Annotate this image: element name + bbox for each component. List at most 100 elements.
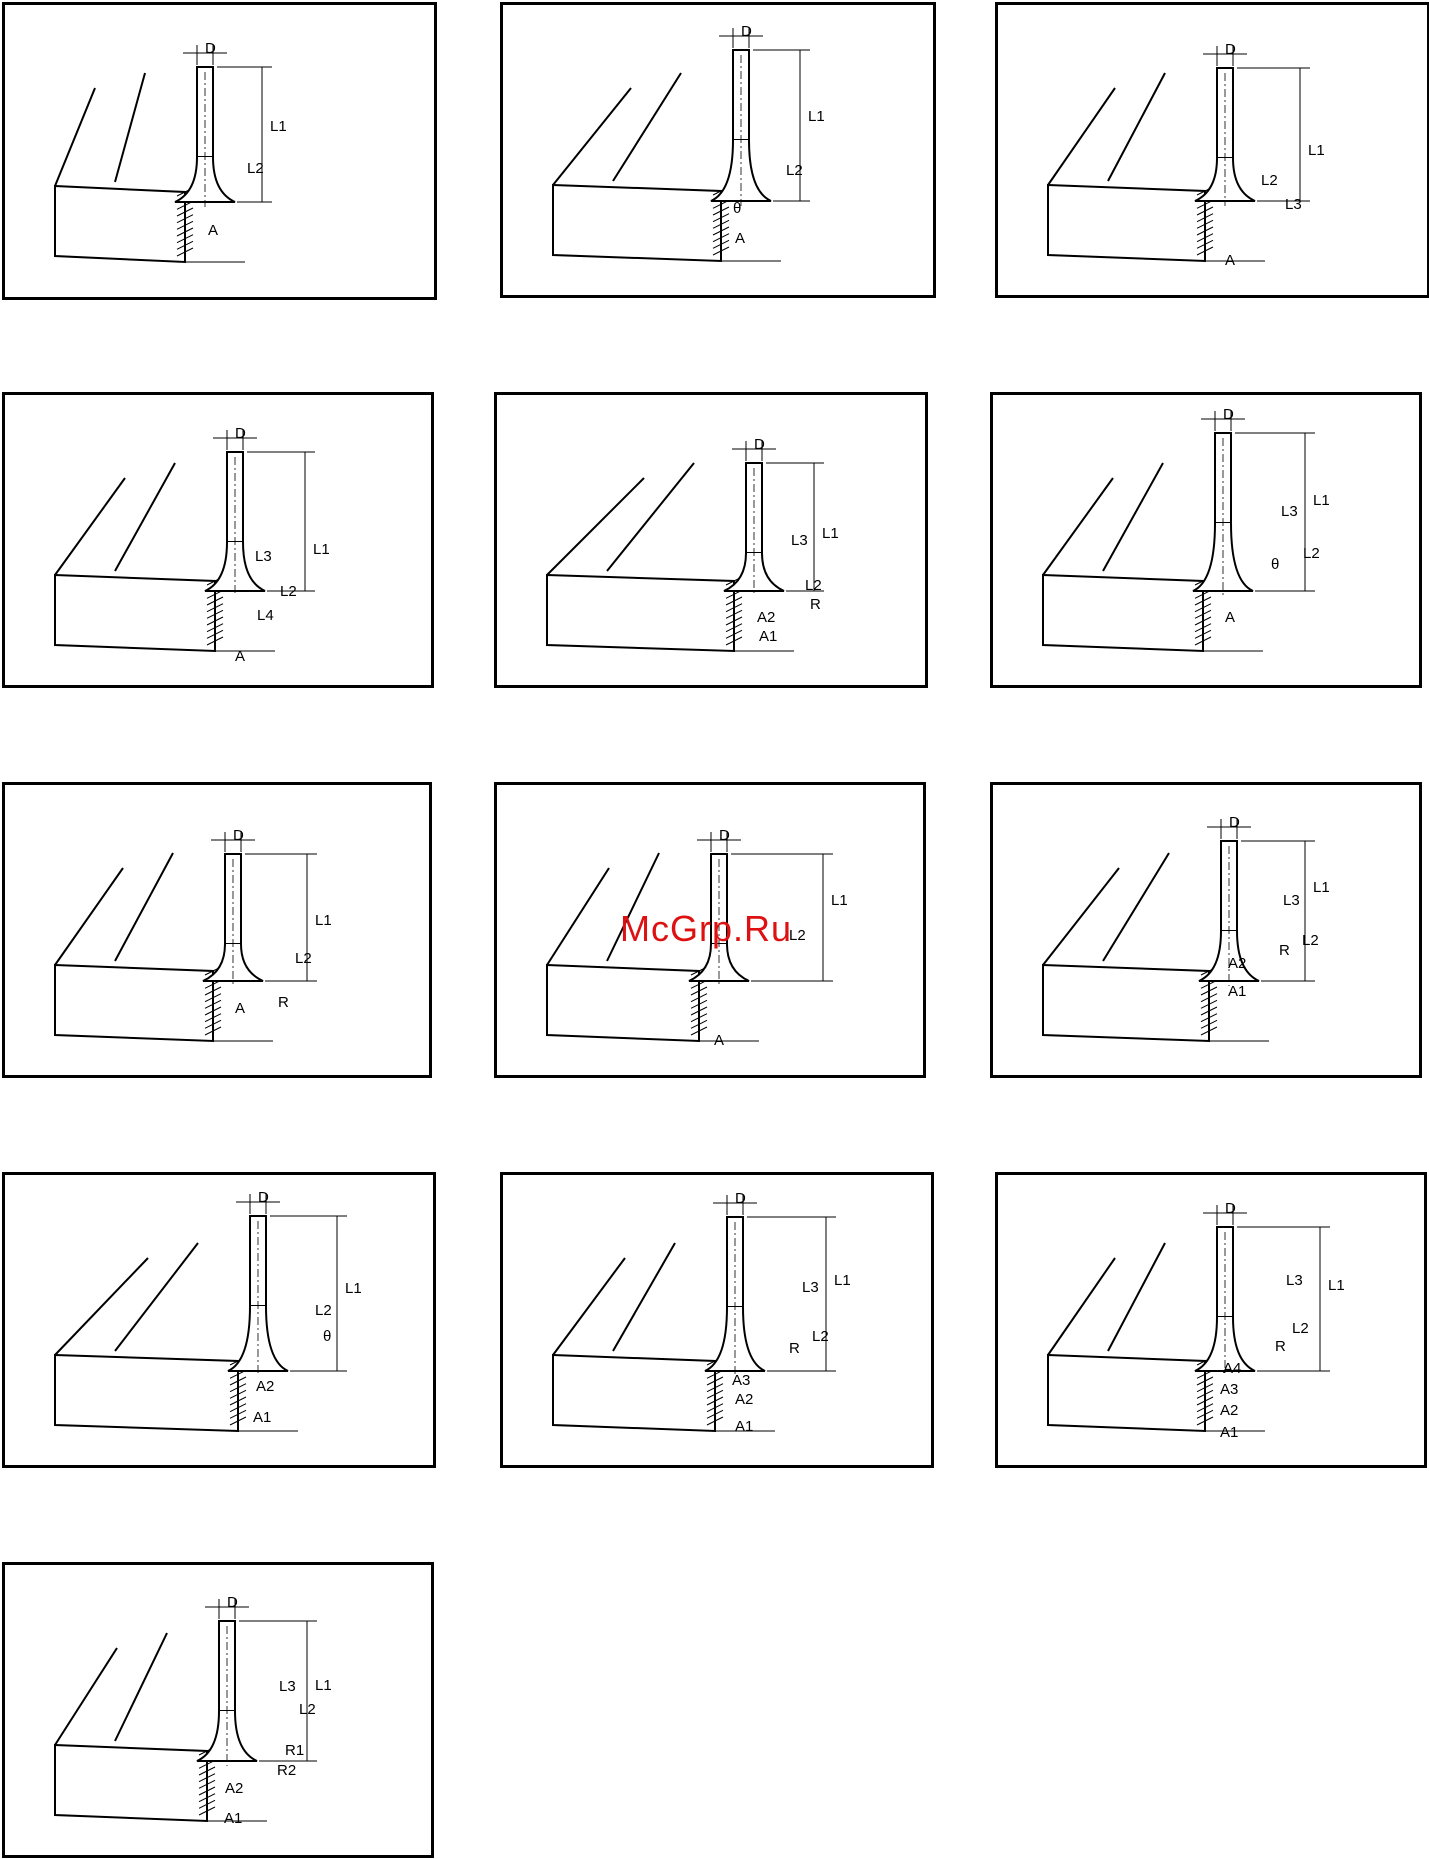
dimension-label: D [741, 23, 752, 40]
cutter-diagram-panel: DL1L3L2θA [990, 392, 1422, 688]
cutter-diagram: D L1 L3L2R A4A3A2A1 [998, 1175, 1424, 1465]
router-bit [228, 1216, 288, 1376]
workpiece-block [55, 1243, 246, 1431]
dimension-label: D [233, 827, 244, 844]
dimension-label: A1 [224, 1810, 242, 1827]
dimension-label: D [235, 425, 246, 442]
dimension-label: L3 [1281, 503, 1298, 520]
dimension-label: L1 [313, 541, 330, 558]
cutter-diagram-panel: D L1 L3L2R A4A3A2A1 [995, 1172, 1427, 1468]
workpiece-block [1048, 1243, 1213, 1431]
dimension-label: A3 [1220, 1381, 1238, 1398]
router-bit [203, 854, 263, 986]
cutter-diagram-panel: DL1L3L2R1R2A2A1 [2, 1562, 434, 1858]
dimension-label: D [754, 436, 765, 453]
dimension-label: A2 [225, 1780, 243, 1797]
dimension-label: L1 [1328, 1277, 1345, 1294]
dimension-label: A2 [757, 609, 775, 626]
dimension-label: L2 [1261, 172, 1278, 189]
dimension-label: R [1275, 1338, 1286, 1355]
dimension-label: A [208, 222, 218, 239]
dimension-label: L3 [1286, 1272, 1303, 1289]
dimension-lines [711, 28, 810, 261]
dimension-label: R1 [285, 1742, 304, 1759]
dimension-label: A [235, 1000, 245, 1017]
workpiece-block [55, 73, 193, 262]
dimension-label: L1 [1313, 492, 1330, 509]
dimension-label: A2 [1228, 955, 1246, 972]
dimension-label: D [227, 1594, 238, 1611]
dimension-label: L3 [255, 548, 272, 565]
dimension-lines [1195, 1205, 1330, 1431]
dimension-label: L1 [822, 525, 839, 542]
dimension-label: A [1225, 609, 1235, 626]
workpiece-block [553, 73, 729, 261]
dimension-label: θ [1271, 556, 1279, 573]
dimension-label: L2 [786, 162, 803, 179]
dimension-label: R [789, 1340, 800, 1357]
dimension-label: D [1225, 41, 1236, 58]
dimension-label: A2 [256, 1378, 274, 1395]
workpiece-block [1043, 463, 1211, 651]
dimension-label: L2 [295, 950, 312, 967]
dimension-label: A [714, 1032, 724, 1049]
dimension-label: A1 [1220, 1424, 1238, 1441]
dimension-label: D [205, 40, 216, 57]
dimension-label: L2 [1292, 1320, 1309, 1337]
workpiece-block [1043, 853, 1217, 1041]
dimension-label: A2 [1220, 1402, 1238, 1419]
watermark-text: McGrp.Ru [620, 908, 792, 950]
workpiece-block [1048, 73, 1213, 261]
dimension-label: L3 [802, 1279, 819, 1296]
dimension-label: L1 [315, 912, 332, 929]
dimension-label: L2 [247, 160, 264, 177]
dimension-label: L1 [808, 108, 825, 125]
dimension-label: R [1279, 942, 1290, 959]
cutter-diagram-panel: DL1L3L2RA3A2A1 [500, 1172, 934, 1468]
dimension-label: A1 [1228, 983, 1246, 1000]
dimension-label: L4 [257, 607, 274, 624]
router-bit [711, 50, 771, 206]
dimension-label: L3 [1283, 892, 1300, 909]
dimension-label: A4 [1223, 1360, 1241, 1377]
cutter-diagram-panel: DL1L3L2RA2A1 [990, 782, 1422, 1078]
dimension-label: A1 [735, 1418, 753, 1435]
dimension-label: L2 [1303, 545, 1320, 562]
dimension-label: L2 [299, 1701, 316, 1718]
dimension-label: L1 [1313, 879, 1330, 896]
dimension-label: A [1225, 252, 1235, 269]
workpiece-block [55, 853, 221, 1041]
dimension-label: L2 [280, 583, 297, 600]
dimension-label: D [258, 1189, 269, 1206]
dimension-lines [1195, 46, 1310, 261]
dimension-lines [705, 1195, 836, 1431]
dimension-label: θ [733, 200, 741, 217]
dimension-label: L2 [805, 577, 822, 594]
dimension-label: D [1229, 814, 1240, 831]
router-bit [1195, 68, 1255, 206]
cutter-diagram: DL1L3L2RA2A1 [497, 395, 925, 685]
dimension-label: R [278, 994, 289, 1011]
dimension-label: D [1225, 1200, 1236, 1217]
dimension-label: L2 [315, 1302, 332, 1319]
cutter-diagram-panel: DL1L3L2L4A [2, 392, 434, 688]
router-bit [197, 1621, 257, 1766]
cutter-diagram: DL1L2θA [503, 5, 933, 295]
dimension-label: R [810, 596, 821, 613]
dimension-label: L2 [812, 1328, 829, 1345]
dimension-label: L1 [831, 892, 848, 909]
dimension-lines [1193, 411, 1315, 651]
dimension-label: θ [323, 1328, 331, 1345]
dimension-label: L1 [345, 1280, 362, 1297]
dimension-label: A3 [732, 1372, 750, 1389]
